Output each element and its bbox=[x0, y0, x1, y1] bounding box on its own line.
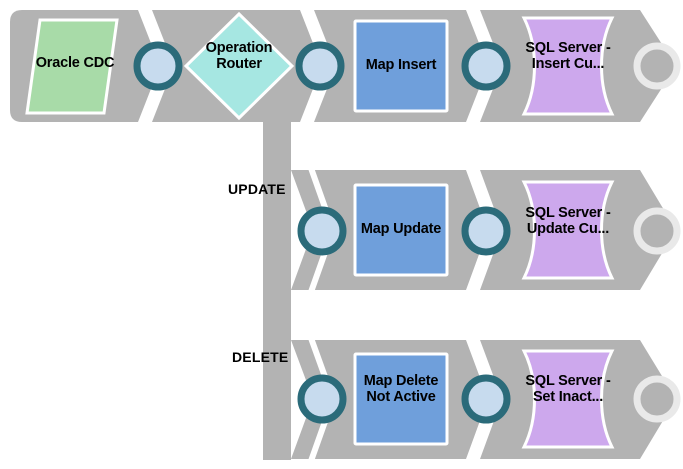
shape-map-delete[interactable] bbox=[353, 352, 449, 446]
shape-map-update[interactable] bbox=[353, 183, 449, 277]
branch-pipe-vertical bbox=[263, 60, 291, 460]
end-circle-insert[interactable] bbox=[633, 42, 681, 90]
shape-sql-delete[interactable] bbox=[521, 349, 615, 449]
connector-dot-map-update-to-sql[interactable] bbox=[461, 206, 511, 256]
shape-oracle-cdc[interactable] bbox=[25, 18, 119, 115]
connector-dot-router-to-map-insert[interactable] bbox=[295, 41, 345, 91]
connector-dots bbox=[133, 41, 681, 424]
shape-sql-update[interactable] bbox=[521, 180, 615, 280]
end-circle-update[interactable] bbox=[633, 207, 681, 255]
connector-dot-map-delete-to-sql[interactable] bbox=[461, 374, 511, 424]
connector-dot-map-insert-to-sql[interactable] bbox=[461, 41, 511, 91]
connector-dot-branch-to-map-delete[interactable] bbox=[297, 374, 347, 424]
shape-sql-insert[interactable] bbox=[521, 16, 615, 116]
connector-dot-branch-to-map-update[interactable] bbox=[297, 206, 347, 256]
end-circle-delete[interactable] bbox=[633, 375, 681, 423]
shape-operation-router[interactable] bbox=[183, 11, 295, 121]
connector-dot-oracle-to-router[interactable] bbox=[133, 41, 183, 91]
shape-map-insert[interactable] bbox=[353, 19, 449, 113]
